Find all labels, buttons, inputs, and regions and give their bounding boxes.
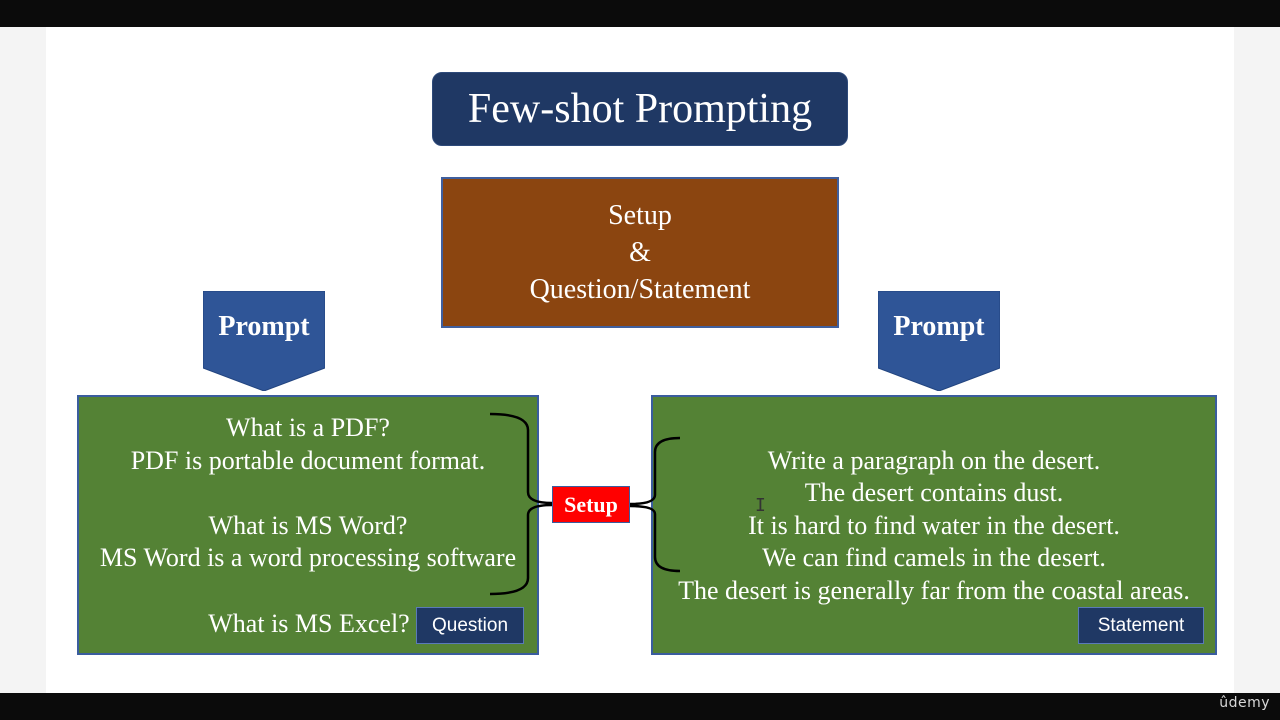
setup-box-line: &: [629, 237, 651, 268]
example-line: What is a PDF?: [226, 413, 390, 442]
example-line: What is MS Word?: [208, 511, 408, 540]
prompt-arrow-left: Prompt: [203, 291, 325, 391]
setup-tag: Setup: [552, 486, 630, 523]
example-line: PDF is portable document format.: [130, 446, 486, 475]
udemy-logo: ûdemy: [1219, 695, 1270, 711]
statement-line: It is hard to find water in the desert.: [748, 511, 1120, 540]
statement-examples-box: Write a paragraph on the desert. The des…: [651, 395, 1217, 655]
text-cursor-icon: I: [755, 495, 766, 516]
statement-line: We can find camels in the desert.: [762, 543, 1106, 572]
statement-line: Write a paragraph on the desert.: [767, 446, 1101, 475]
question-line: What is MS Excel?: [208, 609, 410, 638]
bottom-letterbox: [0, 693, 1280, 720]
prompt-arrow-right: Prompt: [878, 291, 1000, 391]
prompt-label-left: Prompt: [218, 311, 310, 342]
setup-question-statement-box: Setup & Question/Statement: [441, 177, 839, 328]
question-tag: Question: [416, 607, 524, 644]
top-letterbox: [0, 0, 1280, 27]
setup-box-line: Setup: [608, 200, 672, 231]
right-margin: [1234, 27, 1280, 693]
arrow-down-icon: [878, 291, 1000, 391]
arrow-down-icon: [203, 291, 325, 391]
statement-line: The desert is generally far from the coa…: [678, 576, 1190, 605]
example-line: MS Word is a word processing software: [99, 543, 517, 572]
setup-box-line: Question/Statement: [529, 274, 751, 305]
statement-line: The desert contains dust.: [804, 478, 1064, 507]
left-margin: [0, 27, 46, 693]
statement-tag: Statement: [1078, 607, 1204, 644]
slide-title: Few-shot Prompting: [432, 72, 848, 146]
prompt-label-right: Prompt: [893, 311, 985, 342]
question-examples-box: What is a PDF? PDF is portable document …: [77, 395, 539, 655]
